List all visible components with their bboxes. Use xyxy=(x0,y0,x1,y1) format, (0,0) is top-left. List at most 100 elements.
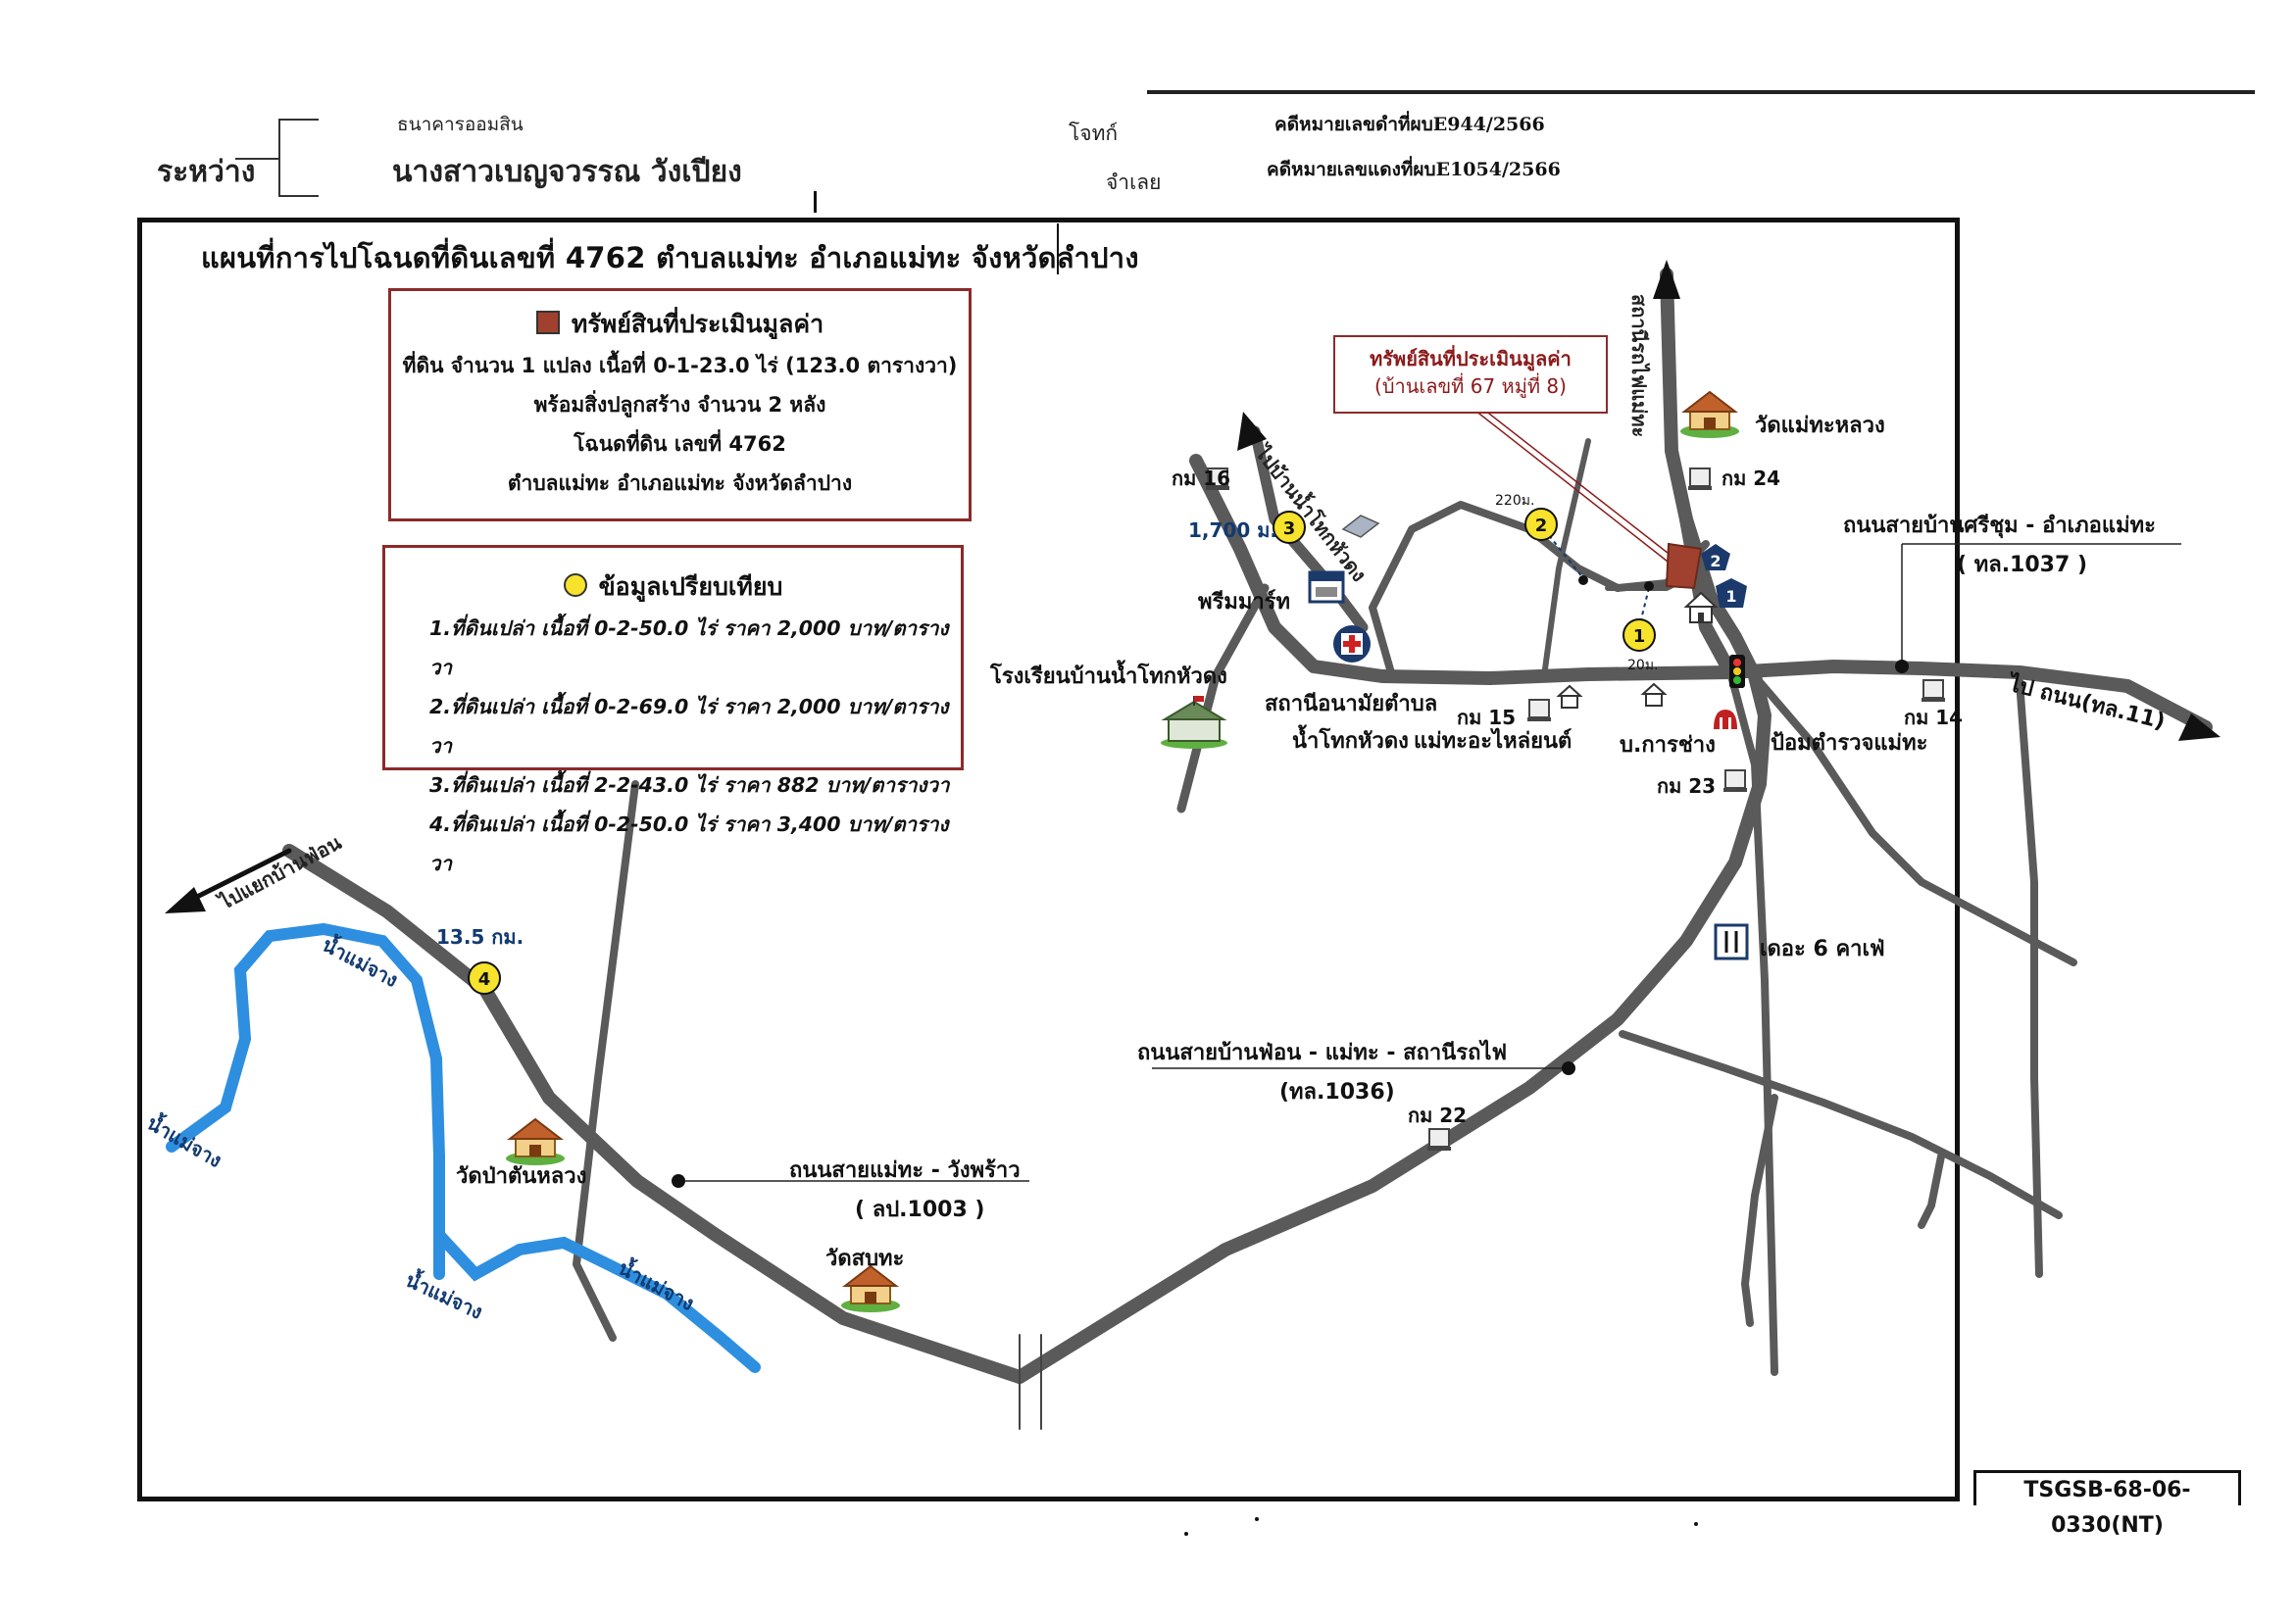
route-marker-2: 2 xyxy=(1701,544,1730,570)
road-village xyxy=(1189,454,1737,685)
roads xyxy=(188,268,2213,1430)
svg-text:1: 1 xyxy=(1633,626,1646,647)
comparison-item-1: 1.ที่ดินเปล่า เนื้อที่ 0-2-50.0 ไร่ ราคา… xyxy=(429,616,949,679)
black-case-number: คดีหมายเลขดำที่ผบE944/2566 xyxy=(1274,114,1545,135)
label-health-station-2: น้ำโทกหัวดง xyxy=(1292,729,1409,754)
house-icon xyxy=(1683,591,1719,623)
label-health-station-1: สถานีอนามัยตำบล xyxy=(1265,692,1438,716)
road-west xyxy=(573,780,639,1342)
asset-callout-line-2: (บ้านเลขที่ 67 หมู่ที่ 8) xyxy=(1374,374,1567,398)
label-wat-mae-tha-luang: วัดแม่ทะหลวง xyxy=(1755,414,1885,438)
label-dist-1700: 1,700 ม. xyxy=(1188,518,1278,542)
comparison-item-2: 2.ที่ดินเปล่า เนื้อที่ 0-2-69.0 ไร่ ราคา… xyxy=(429,695,949,758)
road-east-6 xyxy=(1726,668,1778,1376)
svg-text:2: 2 xyxy=(1710,552,1721,570)
label-bor-karn-chang: บ.การช่าง xyxy=(1620,733,1716,758)
road-nam-tok xyxy=(1249,425,1369,633)
asset-line-2: พร้อมสิ่งปลูกสร้าง จำนวน 2 หลัง xyxy=(533,393,826,417)
label-to-station: สถานีรถไฟแม่ทะ xyxy=(1627,294,1651,438)
comparison-item-4: 4.ที่ดินเปล่า เนื้อที่ 0-2-50.0 ไร่ ราคา… xyxy=(429,812,949,875)
label-km22: กม 22 xyxy=(1408,1104,1468,1127)
svg-text:2: 2 xyxy=(1535,516,1548,536)
label-road-sri-chum: ถนนสายบ้านศรีชุม - อำเภอแม่ทะ xyxy=(1843,514,2156,538)
arrow-east xyxy=(2178,713,2221,741)
cafe-icon xyxy=(1714,923,1749,960)
temple-icon xyxy=(1680,390,1739,438)
road-to-ban-fon xyxy=(188,848,292,903)
title-bracket xyxy=(1020,223,1059,274)
km-post-icon xyxy=(1922,679,1945,702)
label-km24: กม 24 xyxy=(1722,467,1781,490)
svg-text:1: 1 xyxy=(1725,587,1736,606)
label-road-sri-chum-code: ( ทล.1037 ) xyxy=(1957,553,2087,577)
road-1037 xyxy=(1723,660,2213,734)
map-frame xyxy=(137,218,1960,1501)
callout-lines xyxy=(678,406,2181,1182)
arrow-nw xyxy=(1237,412,1267,451)
asset-line-4: ตำบลแม่ทะ อำเภอแม่ทะ จังหวัดลำปาง xyxy=(507,471,853,495)
arrow-north xyxy=(1653,260,1680,299)
svg-text:4: 4 xyxy=(478,969,491,990)
map-title: แผนที่การไปโฉนดที่ดินเลขที่ 4762 ตำบลแม่… xyxy=(201,241,1139,274)
red-case-number: คดีหมายเลขแดงที่ผบE1054/2566 xyxy=(1267,159,1561,180)
label-dist-20: 20ม. xyxy=(1627,658,1659,673)
comparison-dot-icon xyxy=(563,573,587,597)
road-east-4 xyxy=(1741,1094,1778,1327)
label-mae-tha-parts: แม่ทะอะไหล่ยนต์ xyxy=(1414,729,1572,754)
hospital-icon xyxy=(1333,625,1371,663)
label-road-wang-code: ( ลป.1003 ) xyxy=(855,1198,985,1222)
label-km14: กม 14 xyxy=(1904,706,1964,729)
asset-square-icon xyxy=(535,311,560,334)
police-icon xyxy=(1714,710,1737,729)
km-post-icon xyxy=(1427,1128,1451,1151)
route-markers: 2 1 xyxy=(1701,544,1747,608)
road-east-3 xyxy=(1619,1030,2063,1219)
label-school: โรงเรียนบ้านน้ำโทกหัวดง xyxy=(990,664,1227,689)
comparison-marker-1: 1 xyxy=(1622,618,1656,652)
rivers xyxy=(166,922,761,1373)
temple-icon xyxy=(506,1117,565,1165)
label-police-box: ป้อมตำรวจแม่ทะ xyxy=(1771,731,1928,756)
road-east-1 xyxy=(1751,672,2077,966)
comparison-item-3: 3.ที่ดินเปล่า เนื้อที่ 2-2-43.0 ไร่ ราคา… xyxy=(429,773,950,797)
comparison-marker-4: 4 xyxy=(468,961,501,995)
document-code: TSGSB-68-06-0330(NT) xyxy=(1973,1470,2241,1538)
comparison-heading: ข้อมูลเปรียบเทียบ xyxy=(598,572,783,601)
plaintiff-name: ธนาคารออมสิน xyxy=(397,114,524,135)
school-icon xyxy=(1161,696,1227,749)
label-km15: กม 15 xyxy=(1457,706,1517,729)
label-premart: พรีมมาร์ท xyxy=(1198,590,1290,615)
defendant-role: จำเลย xyxy=(1106,171,1162,194)
asset-line-1: ที่ดิน จำนวน 1 แปลง เนื้อที่ 0-1-23.0 ไร… xyxy=(402,354,958,377)
km-post-icon xyxy=(1723,769,1747,792)
house-icon xyxy=(1556,684,1583,709)
label-road-ban-fon-code: (ทล.1036) xyxy=(1279,1080,1395,1105)
temple-icon xyxy=(841,1264,900,1312)
km-post-icon xyxy=(1688,467,1712,490)
defendant-name: นางสาวเบญจวรรณ วังเปียง xyxy=(392,155,742,189)
asset-callout-line-1: ทรัพย์สินที่ประเมินมูลค่า xyxy=(1370,347,1572,370)
asset-callout: ทรัพย์สินที่ประเมินมูลค่า (บ้านเลขที่ 67… xyxy=(1333,335,1608,414)
road-school xyxy=(1176,583,1270,813)
route-marker-1: 1 xyxy=(1716,578,1747,608)
road-dots xyxy=(672,575,1909,1536)
label-dist-220: 220ม. xyxy=(1495,493,1535,509)
label-cafe: เดอะ 6 คาเฟ่ xyxy=(1760,937,1885,961)
shop-icon xyxy=(1308,570,1345,604)
header-brace xyxy=(235,119,319,197)
building-icon xyxy=(1341,515,1380,538)
label-km23: กม 23 xyxy=(1657,774,1717,798)
comparison-markers: 1 2 3 4 xyxy=(468,508,1656,995)
label-road-ban-fon: ถนนสายบ้านฟ่อน - แม่ทะ - สถานีรถไฟ xyxy=(1137,1041,1508,1065)
river-mae-chang xyxy=(166,922,761,1373)
road-north xyxy=(1660,268,1737,679)
svg-text:3: 3 xyxy=(1283,518,1296,539)
label-road-wang: ถนนสายแม่ทะ - วังพร้าว xyxy=(789,1158,1021,1183)
label-dist-13-5: 13.5 กม. xyxy=(436,925,524,949)
top-rule xyxy=(1147,90,2255,94)
traffic-light-icon xyxy=(1729,655,1745,688)
road-1036 xyxy=(1013,513,1772,1384)
road-east-5 xyxy=(1918,1153,1945,1229)
comparison-info-box: ข้อมูลเปรียบเทียบ 1.ที่ดินเปล่า เนื้อที่… xyxy=(382,545,964,875)
